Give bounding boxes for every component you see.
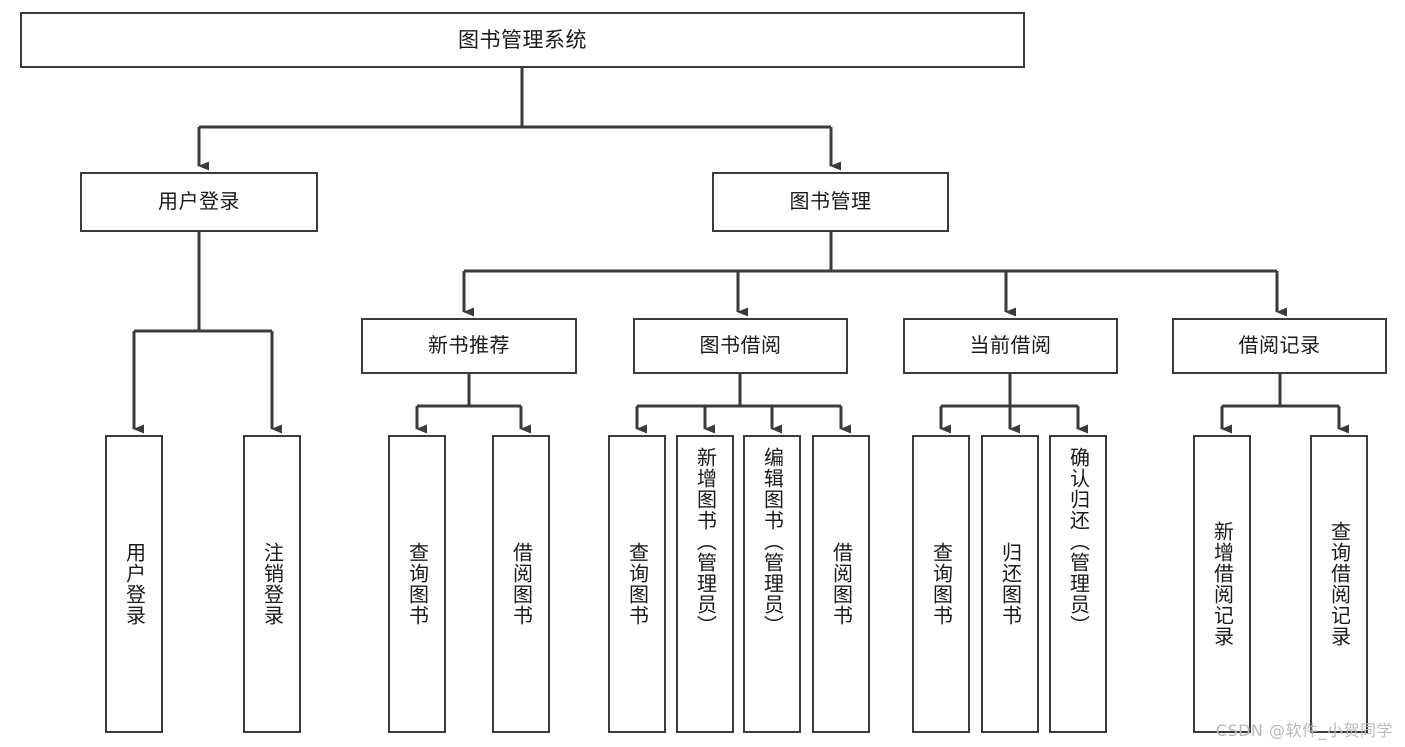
node-current-borrow[interactable]: 当前借阅	[903, 318, 1118, 374]
node-leaf-user-logout[interactable]: 注销登录	[243, 435, 301, 733]
node-leaf-query-book-1-label: 查询图书	[405, 542, 430, 626]
node-book-borrow[interactable]: 图书借阅	[633, 318, 848, 374]
node-book-manage[interactable]: 图书管理	[712, 172, 949, 232]
node-leaf-user-login[interactable]: 用户登录	[105, 435, 163, 733]
node-leaf-add-book[interactable]: 新增图书（管理员）	[676, 435, 734, 733]
node-leaf-query-book-3[interactable]: 查询图书	[912, 435, 970, 733]
node-leaf-edit-book[interactable]: 编辑图书（管理员）	[743, 435, 801, 733]
node-leaf-confirm-return-label: 确认归还（管理员）	[1066, 447, 1091, 636]
node-leaf-user-login-label: 用户登录	[122, 542, 147, 626]
node-new-book-recommend-label: 新书推荐	[428, 333, 510, 358]
node-leaf-add-record-label: 新增借阅记录	[1210, 521, 1235, 647]
node-leaf-return-book[interactable]: 归还图书	[981, 435, 1039, 733]
node-leaf-query-book-2-label: 查询图书	[625, 542, 650, 626]
node-leaf-borrow-book-2[interactable]: 借阅图书	[812, 435, 870, 733]
node-leaf-borrow-book-2-label: 借阅图书	[829, 542, 854, 626]
node-root[interactable]: 图书管理系统	[20, 12, 1025, 68]
node-leaf-add-record[interactable]: 新增借阅记录	[1193, 435, 1251, 733]
node-borrow-record[interactable]: 借阅记录	[1172, 318, 1387, 374]
node-user-login[interactable]: 用户登录	[80, 172, 318, 232]
node-leaf-query-book-2[interactable]: 查询图书	[608, 435, 666, 733]
node-leaf-return-book-label: 归还图书	[998, 542, 1023, 626]
node-leaf-add-book-label: 新增图书（管理员）	[693, 447, 718, 636]
node-leaf-borrow-book-1[interactable]: 借阅图书	[492, 435, 550, 733]
node-leaf-query-record[interactable]: 查询借阅记录	[1310, 435, 1368, 733]
node-book-borrow-label: 图书借阅	[699, 333, 782, 358]
node-leaf-query-book-1[interactable]: 查询图书	[388, 435, 446, 733]
node-leaf-borrow-book-1-label: 借阅图书	[509, 542, 534, 626]
node-user-login-label: 用户登录	[158, 189, 240, 214]
node-root-label: 图书管理系统	[458, 27, 587, 52]
node-book-manage-label: 图书管理	[789, 189, 872, 214]
node-borrow-record-label: 借阅记录	[1238, 333, 1321, 358]
node-new-book-recommend[interactable]: 新书推荐	[361, 318, 577, 374]
csdn-watermark: CSDN @软件_小贺同学	[1215, 721, 1393, 740]
node-leaf-edit-book-label: 编辑图书（管理员）	[760, 447, 785, 636]
node-leaf-query-record-label: 查询借阅记录	[1327, 521, 1352, 647]
node-leaf-query-book-3-label: 查询图书	[929, 542, 954, 626]
node-current-borrow-label: 当前借阅	[969, 333, 1052, 358]
node-leaf-confirm-return[interactable]: 确认归还（管理员）	[1049, 435, 1107, 733]
node-leaf-user-logout-label: 注销登录	[260, 542, 285, 626]
